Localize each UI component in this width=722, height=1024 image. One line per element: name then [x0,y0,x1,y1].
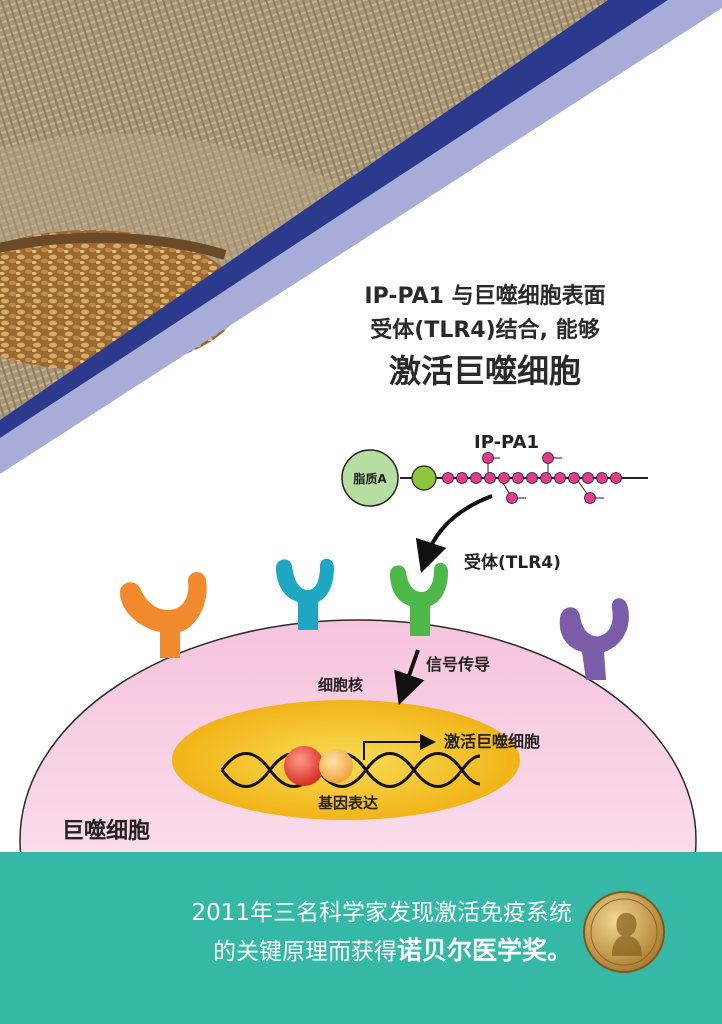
dna-helix [220,752,481,788]
nobel-medal-icon [583,891,665,973]
rna-polymerase-ball [284,746,324,786]
banner-line-2-prefix: 的关键原理而获得 [212,939,397,965]
banner-text: 2011年三名科学家发现激活免疫系统 的关键原理而获得诺贝尔医学奖。 [52,894,572,971]
signal-arrow [394,649,425,706]
nucleus-label: 细胞核 [318,676,363,694]
lavender-stripe [0,0,722,474]
headline-line-1: IP-PA1 与巨噬细胞表面 [364,284,606,309]
receptor-purple [559,598,629,680]
core-sugar-circle [411,465,437,491]
activation-label: 激活巨噬细胞 [444,732,540,751]
ip-pa1-molecule [341,449,648,507]
banner-line-2-emphasis: 诺贝尔医学奖。 [396,936,572,965]
banner-line-2: 的关键原理而获得诺贝尔医学奖。 [52,932,572,971]
lipid-a-circle [341,449,399,507]
navy-stripe [0,0,668,438]
binding-arrow [415,494,493,574]
banner-line-1: 2011年三名科学家发现激活免疫系统 [191,900,572,926]
transcription-arrow [363,734,436,760]
headline-line-2: 受体(TLR4)结合, 能够 [370,318,600,343]
headline: IP-PA1 与巨噬细胞表面 受体(TLR4)结合, 能够 激活巨噬细胞 [290,280,680,394]
receptor-green [390,562,448,636]
signal-label: 信号传导 [426,655,490,674]
receptor-label: 受体(TLR4) [464,552,561,573]
cell-label: 巨噬细胞 [62,818,150,844]
transcription-factor-ball [319,749,353,783]
molecule-label: IP-PA1 [474,432,539,453]
receptor-orange [120,571,207,658]
receptor-blue [276,558,334,630]
lipid-a-label: 脂质A [352,471,387,486]
headline-line-3: 激活巨噬细胞 [388,352,581,390]
gene-expression-label: 基因表达 [317,794,378,812]
